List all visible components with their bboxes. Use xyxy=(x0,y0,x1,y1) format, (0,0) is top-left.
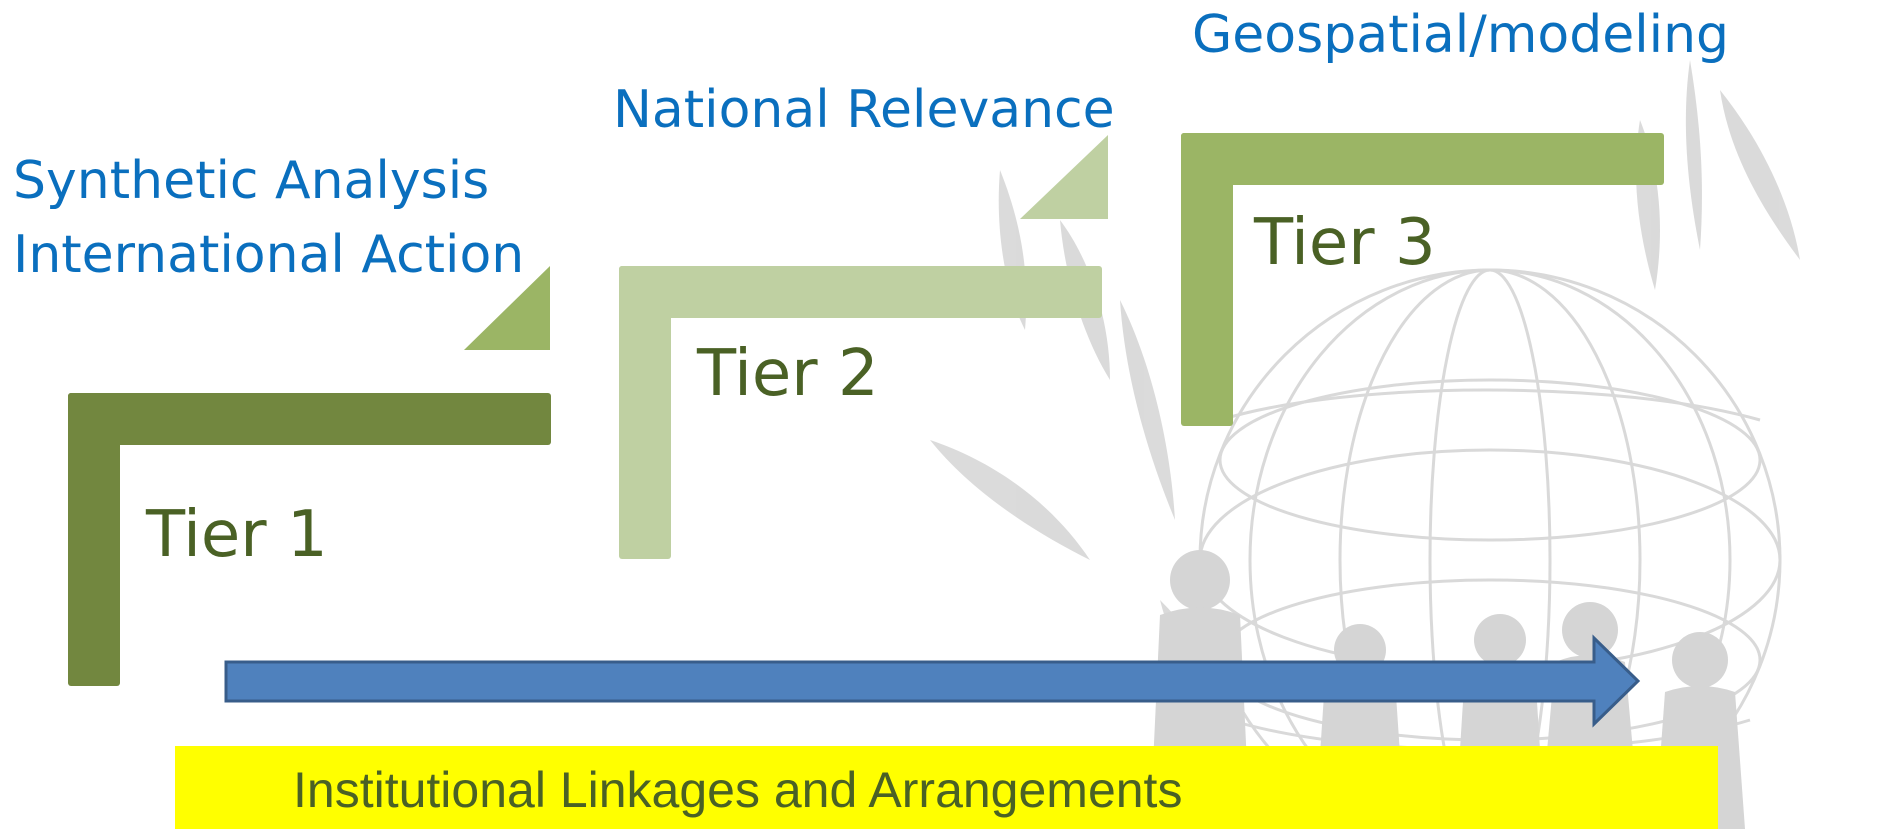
tier2-bracket: Tier 2 xyxy=(619,266,1102,559)
tier1-caption-line2: International Action xyxy=(13,225,525,285)
tier3-caption: Geospatial/modeling xyxy=(1192,5,1730,65)
tier2-bracket-side xyxy=(619,266,671,559)
tier1-bracket-side xyxy=(68,393,120,686)
tier2-bracket-top xyxy=(619,266,1102,318)
tier2-corner-triangle xyxy=(1020,135,1108,219)
tier3-bracket-side xyxy=(1181,133,1233,426)
tier1-caption-line1: Synthetic Analysis xyxy=(13,151,490,211)
tier1-bracket: Tier 1 xyxy=(68,393,551,686)
tier1-bracket-top xyxy=(68,393,551,445)
footer-label: Institutional Linkages and Arrangements xyxy=(293,762,1183,818)
tier1-corner-triangle xyxy=(464,266,550,350)
tier3-bracket: Tier 3 xyxy=(1181,133,1664,426)
tier2-caption: National Relevance xyxy=(613,80,1115,140)
tier3-bracket-top xyxy=(1181,133,1664,185)
tier2-label: Tier 2 xyxy=(697,337,879,411)
progress-arrow xyxy=(224,634,1641,728)
footer-band: Institutional Linkages and Arrangements xyxy=(175,746,1718,829)
tier1-label: Tier 1 xyxy=(146,498,328,572)
tier3-label: Tier 3 xyxy=(1254,206,1436,280)
